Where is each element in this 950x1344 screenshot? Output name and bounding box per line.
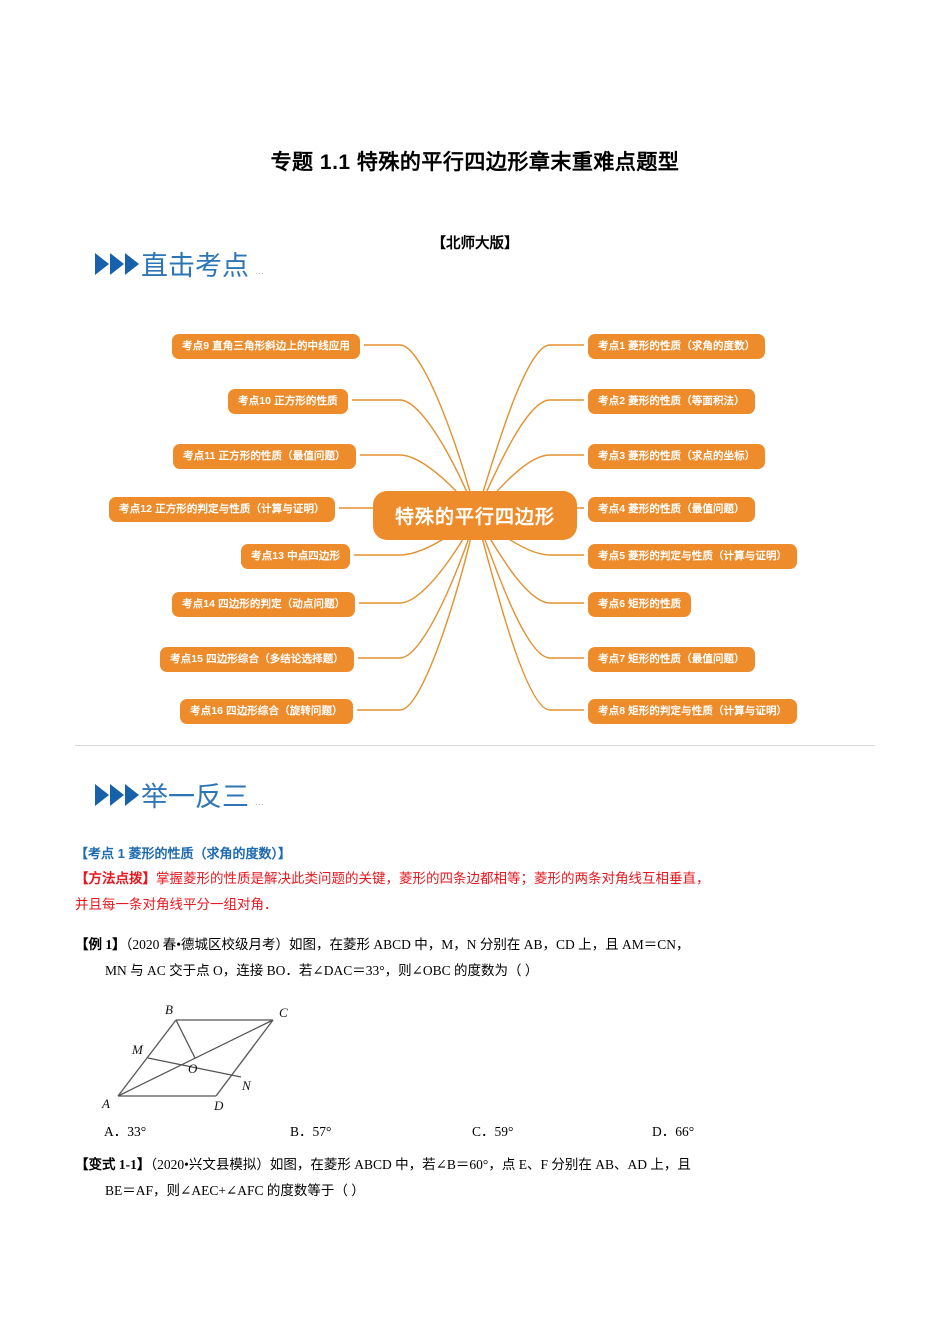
section-dots: … [255,797,265,807]
variant-label: 【变式 1-1】 [75,1157,151,1172]
method-tip-label: 【方法点拨】 [75,871,156,886]
variant-line1: （2020•兴文县模拟）如图，在菱形 ABCD 中，若∠B＝60°，点 E、F … [150,1157,691,1172]
mindmap-node-right-4[interactable]: 考点4 菱形的性质（最值问题） [588,497,755,522]
diagonal-AC [117,1019,274,1097]
mindmap-node-right-1[interactable]: 考点1 菱形的性质（求角的度数） [588,334,766,359]
triangle-icon [95,253,109,275]
triple-triangle-icon [95,784,139,806]
section-dots: … [255,266,265,276]
label-M: M [131,1042,144,1057]
example-problem: 【例 1】（2020 春•德城区校级月考）如图，在菱形 ABCD 中，M，N 分… [75,932,885,985]
mindmap-node-right-7[interactable]: 考点7 矩形的性质（最值问题） [588,647,755,672]
section-header-inference: 举一反三 … [95,784,265,811]
rhombus-diagram: A B C D M N O [96,1000,312,1113]
mindmap-connector [474,344,551,516]
page-title: 专题 1.1 特殊的平行四边形章末重难点题型 [270,151,680,174]
example-label: 【例 1】 [75,937,126,952]
mindmap-node-right-8[interactable]: 考点8 矩形的判定与性质（计算与证明） [588,699,798,724]
option-c[interactable]: C．59° [472,1124,514,1139]
edition-label: 【北师大版】 [431,236,519,252]
mindmap-connector [399,344,476,516]
label-C: C [279,1005,288,1020]
mindmap-node-left-1[interactable]: 考点9 直角三角形斜边上的中线应用 [172,334,360,359]
option-a[interactable]: A．33° [104,1124,147,1139]
triangle-icon [125,784,139,806]
option-d[interactable]: D．66° [652,1124,695,1139]
section-label: 举一反三 [141,782,249,812]
option-b[interactable]: B．57° [290,1124,332,1139]
label-B: B [165,1002,173,1017]
mindmap-node-right-3[interactable]: 考点3 菱形的性质（求点的坐标） [588,444,766,469]
mindmap-node-left-7[interactable]: 考点15 四边形综合（多结论选择题） [160,647,354,672]
section-header-direct-hit: 直击考点 … [95,253,265,280]
label-O: O [188,1061,198,1076]
triangle-icon [95,784,109,806]
mindmap-figure: 考点9 直角三角形斜边上的中线应用考点10 正方形的性质考点11 正方形的性质（… [60,300,890,745]
example-line2: MN 与 AC 交于点 O，连接 BO．若∠DAC＝33°，则∠OBC 的度数为… [105,963,539,979]
variant-line2: BE＝AF，则∠AEC+∠AFC 的度数等于（ ） [105,1183,365,1199]
example-options: A．33° B．57° C．59° D．66° [104,1120,864,1140]
mindmap-node-left-4[interactable]: 考点12 正方形的判定与性质（计算与证明） [109,497,335,522]
example-line1: （2020 春•德城区校级月考）如图，在菱形 ABCD 中，M，N 分别在 AB… [125,937,690,952]
mindmap-node-right-5[interactable]: 考点5 菱形的判定与性质（计算与证明） [588,544,798,569]
side-CD [215,1019,274,1097]
segment-BO [175,1019,196,1059]
method-tip-line1: 掌握菱形的性质是解决此类问题的关键，菱形的四条边都相等；菱形的两条对角线互相垂直… [156,871,710,886]
mindmap-node-left-3[interactable]: 考点11 正方形的性质（最值问题） [173,444,356,469]
mindmap-center-node: 特殊的平行四边形 [373,490,578,540]
side-AB [117,1019,177,1097]
mindmap-node-left-5[interactable]: 考点13 中点四边形 [241,544,351,569]
section-divider [75,745,875,746]
segment-MN [147,1057,242,1078]
method-tip-line2: 并且每一条对角线平分一组对角． [75,897,278,913]
triangle-icon [110,784,124,806]
method-tip: 【方法点拨】掌握菱形的性质是解决此类问题的关键，菱形的四条边都相等；菱形的两条对… [75,866,880,919]
label-N: N [241,1078,252,1093]
mindmap-node-left-8[interactable]: 考点16 四边形综合（旋转问题） [180,699,353,724]
triangle-icon [125,253,139,275]
label-D: D [213,1098,224,1112]
triangle-icon [110,253,124,275]
label-A: A [101,1096,110,1111]
rhombus-svg: A B C D M N O [101,1002,288,1113]
mindmap-node-right-2[interactable]: 考点2 菱形的性质（等面积法） [588,389,755,414]
keypoint-heading: 【考点 1 菱形的性质（求角的度数）】 [75,846,291,861]
mindmap-node-left-6[interactable]: 考点14 四边形的判定（动点问题） [172,592,356,617]
variant-problem: 【变式 1-1】（2020•兴文县模拟）如图，在菱形 ABCD 中，若∠B＝60… [75,1152,885,1205]
section-label: 直击考点 [141,251,249,281]
mindmap-node-right-6[interactable]: 考点6 矩形的性质 [588,592,692,617]
triple-triangle-icon [95,253,139,275]
mindmap-node-left-2[interactable]: 考点10 正方形的性质 [228,389,348,414]
